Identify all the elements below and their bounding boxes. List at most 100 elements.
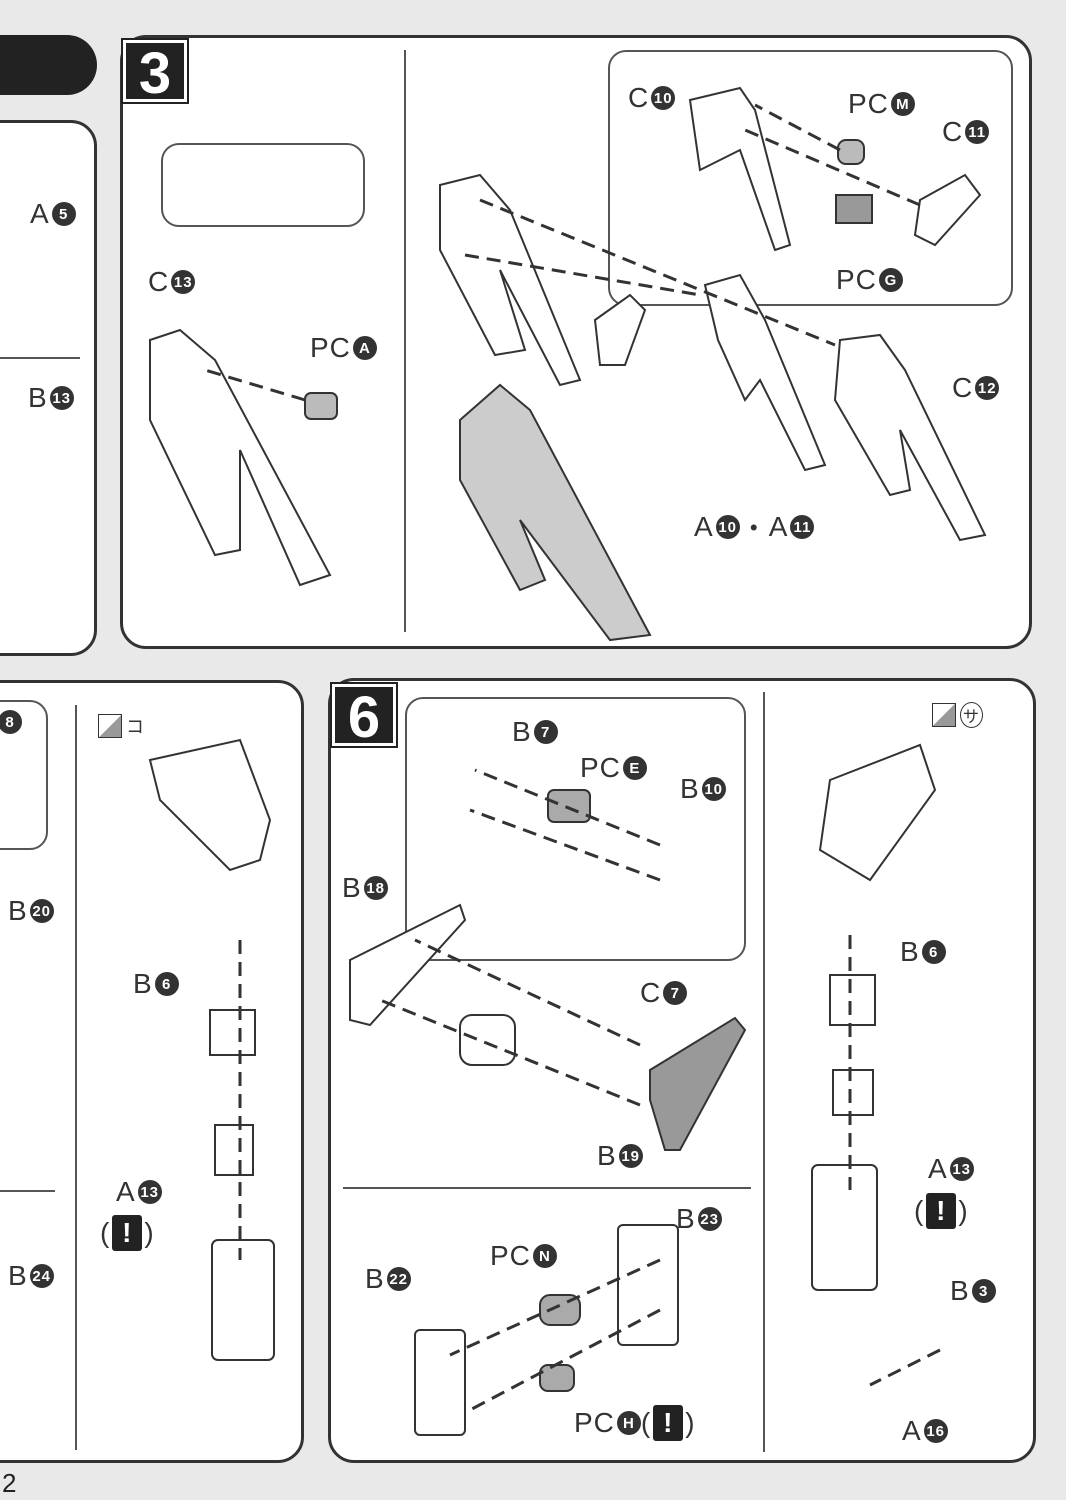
runner-letter: B (512, 716, 532, 747)
pc-m-part (837, 139, 865, 165)
part-number: 13 (137, 1180, 162, 1204)
runner-letter: C (628, 82, 650, 113)
part-number: 23 (697, 1207, 722, 1231)
runner-letter: A (694, 511, 714, 542)
part-number: 6 (154, 972, 179, 996)
sticker-code: サ (960, 702, 984, 728)
part-a10-a11 (703, 273, 827, 472)
paren: ) (958, 1195, 969, 1226)
runner-letter: B (950, 1275, 970, 1306)
assembly-arrows (204, 103, 941, 1412)
runner-letter: A (30, 198, 50, 229)
part-shield-right (818, 743, 937, 882)
runner-letter: PC (848, 88, 889, 119)
part-number: 10 (715, 515, 740, 539)
step-3-number: 3 (121, 38, 189, 105)
part-number: 24 (29, 1264, 54, 1288)
part-b18 (349, 903, 467, 1027)
part-number: 20 (29, 899, 54, 923)
part-a13-right (832, 1069, 874, 1116)
part-number: 10 (701, 777, 726, 801)
paren: ) (685, 1407, 696, 1438)
paren: ( (914, 1195, 925, 1226)
pc-a-orientation-callout (161, 143, 365, 227)
part-b22 (414, 1329, 466, 1436)
part-c11 (913, 173, 982, 247)
runner-letter: B (8, 1260, 28, 1291)
part-b6-right (829, 974, 876, 1026)
warning-right: (!) (914, 1193, 969, 1229)
divider (343, 1187, 751, 1189)
part-shield-left (148, 738, 272, 872)
sticker-code: コ (126, 717, 145, 737)
part-b6-left (209, 1009, 256, 1056)
part-b23 (617, 1224, 679, 1346)
step-header-bar (0, 35, 97, 95)
runner-letter: A (928, 1153, 948, 1184)
part-b19 (649, 1016, 747, 1151)
runner-letter: B (342, 872, 362, 903)
part-number: 13 (171, 270, 196, 294)
pc-h-part (539, 1364, 575, 1392)
warning-left: (!) (100, 1215, 155, 1251)
part-number: 8 (0, 710, 22, 734)
runner-letter: A (116, 1176, 136, 1207)
pc-e-part (547, 789, 591, 823)
runner-letter: PC (580, 752, 621, 783)
part-c10 (688, 86, 792, 252)
part-number: 13 (949, 1157, 974, 1181)
runner-letter: B (8, 895, 28, 926)
runner-letter: PC (836, 264, 877, 295)
divider (0, 357, 80, 359)
sticker-label-ko: コ (98, 713, 145, 739)
paren: ( (640, 1407, 652, 1438)
runner-letter: B (900, 936, 920, 967)
part-number: 12 (975, 376, 1000, 400)
runner-letter: B (133, 968, 153, 999)
part-number: 19 (618, 1144, 643, 1168)
paren: ) (144, 1217, 155, 1248)
runner-letter: PC (490, 1240, 531, 1271)
part-c12-frame (439, 173, 582, 387)
part-number: A (352, 336, 377, 360)
step-6-number: 6 (330, 682, 398, 749)
pc-g-part (835, 194, 873, 224)
paren: ( (100, 1217, 111, 1248)
sticker-label-sa: サ (932, 702, 984, 728)
runner-letter: B (28, 382, 48, 413)
part-number: N (532, 1244, 557, 1268)
part-number: 7 (663, 981, 688, 1005)
runner-letter: B (680, 773, 700, 804)
part-number: G (878, 268, 903, 292)
runner-letter: C (640, 977, 662, 1008)
part-number: 22 (386, 1267, 411, 1291)
runner-letter: B (676, 1203, 696, 1234)
divider (0, 1190, 55, 1192)
runner-letter: B (597, 1140, 617, 1171)
step-2-partial-panel (0, 120, 97, 656)
divider (75, 705, 77, 1450)
part-c13 (149, 328, 332, 587)
part-a13-left (214, 1124, 254, 1176)
runner-letter: C (148, 266, 170, 297)
runner-letter: A (902, 1415, 922, 1446)
